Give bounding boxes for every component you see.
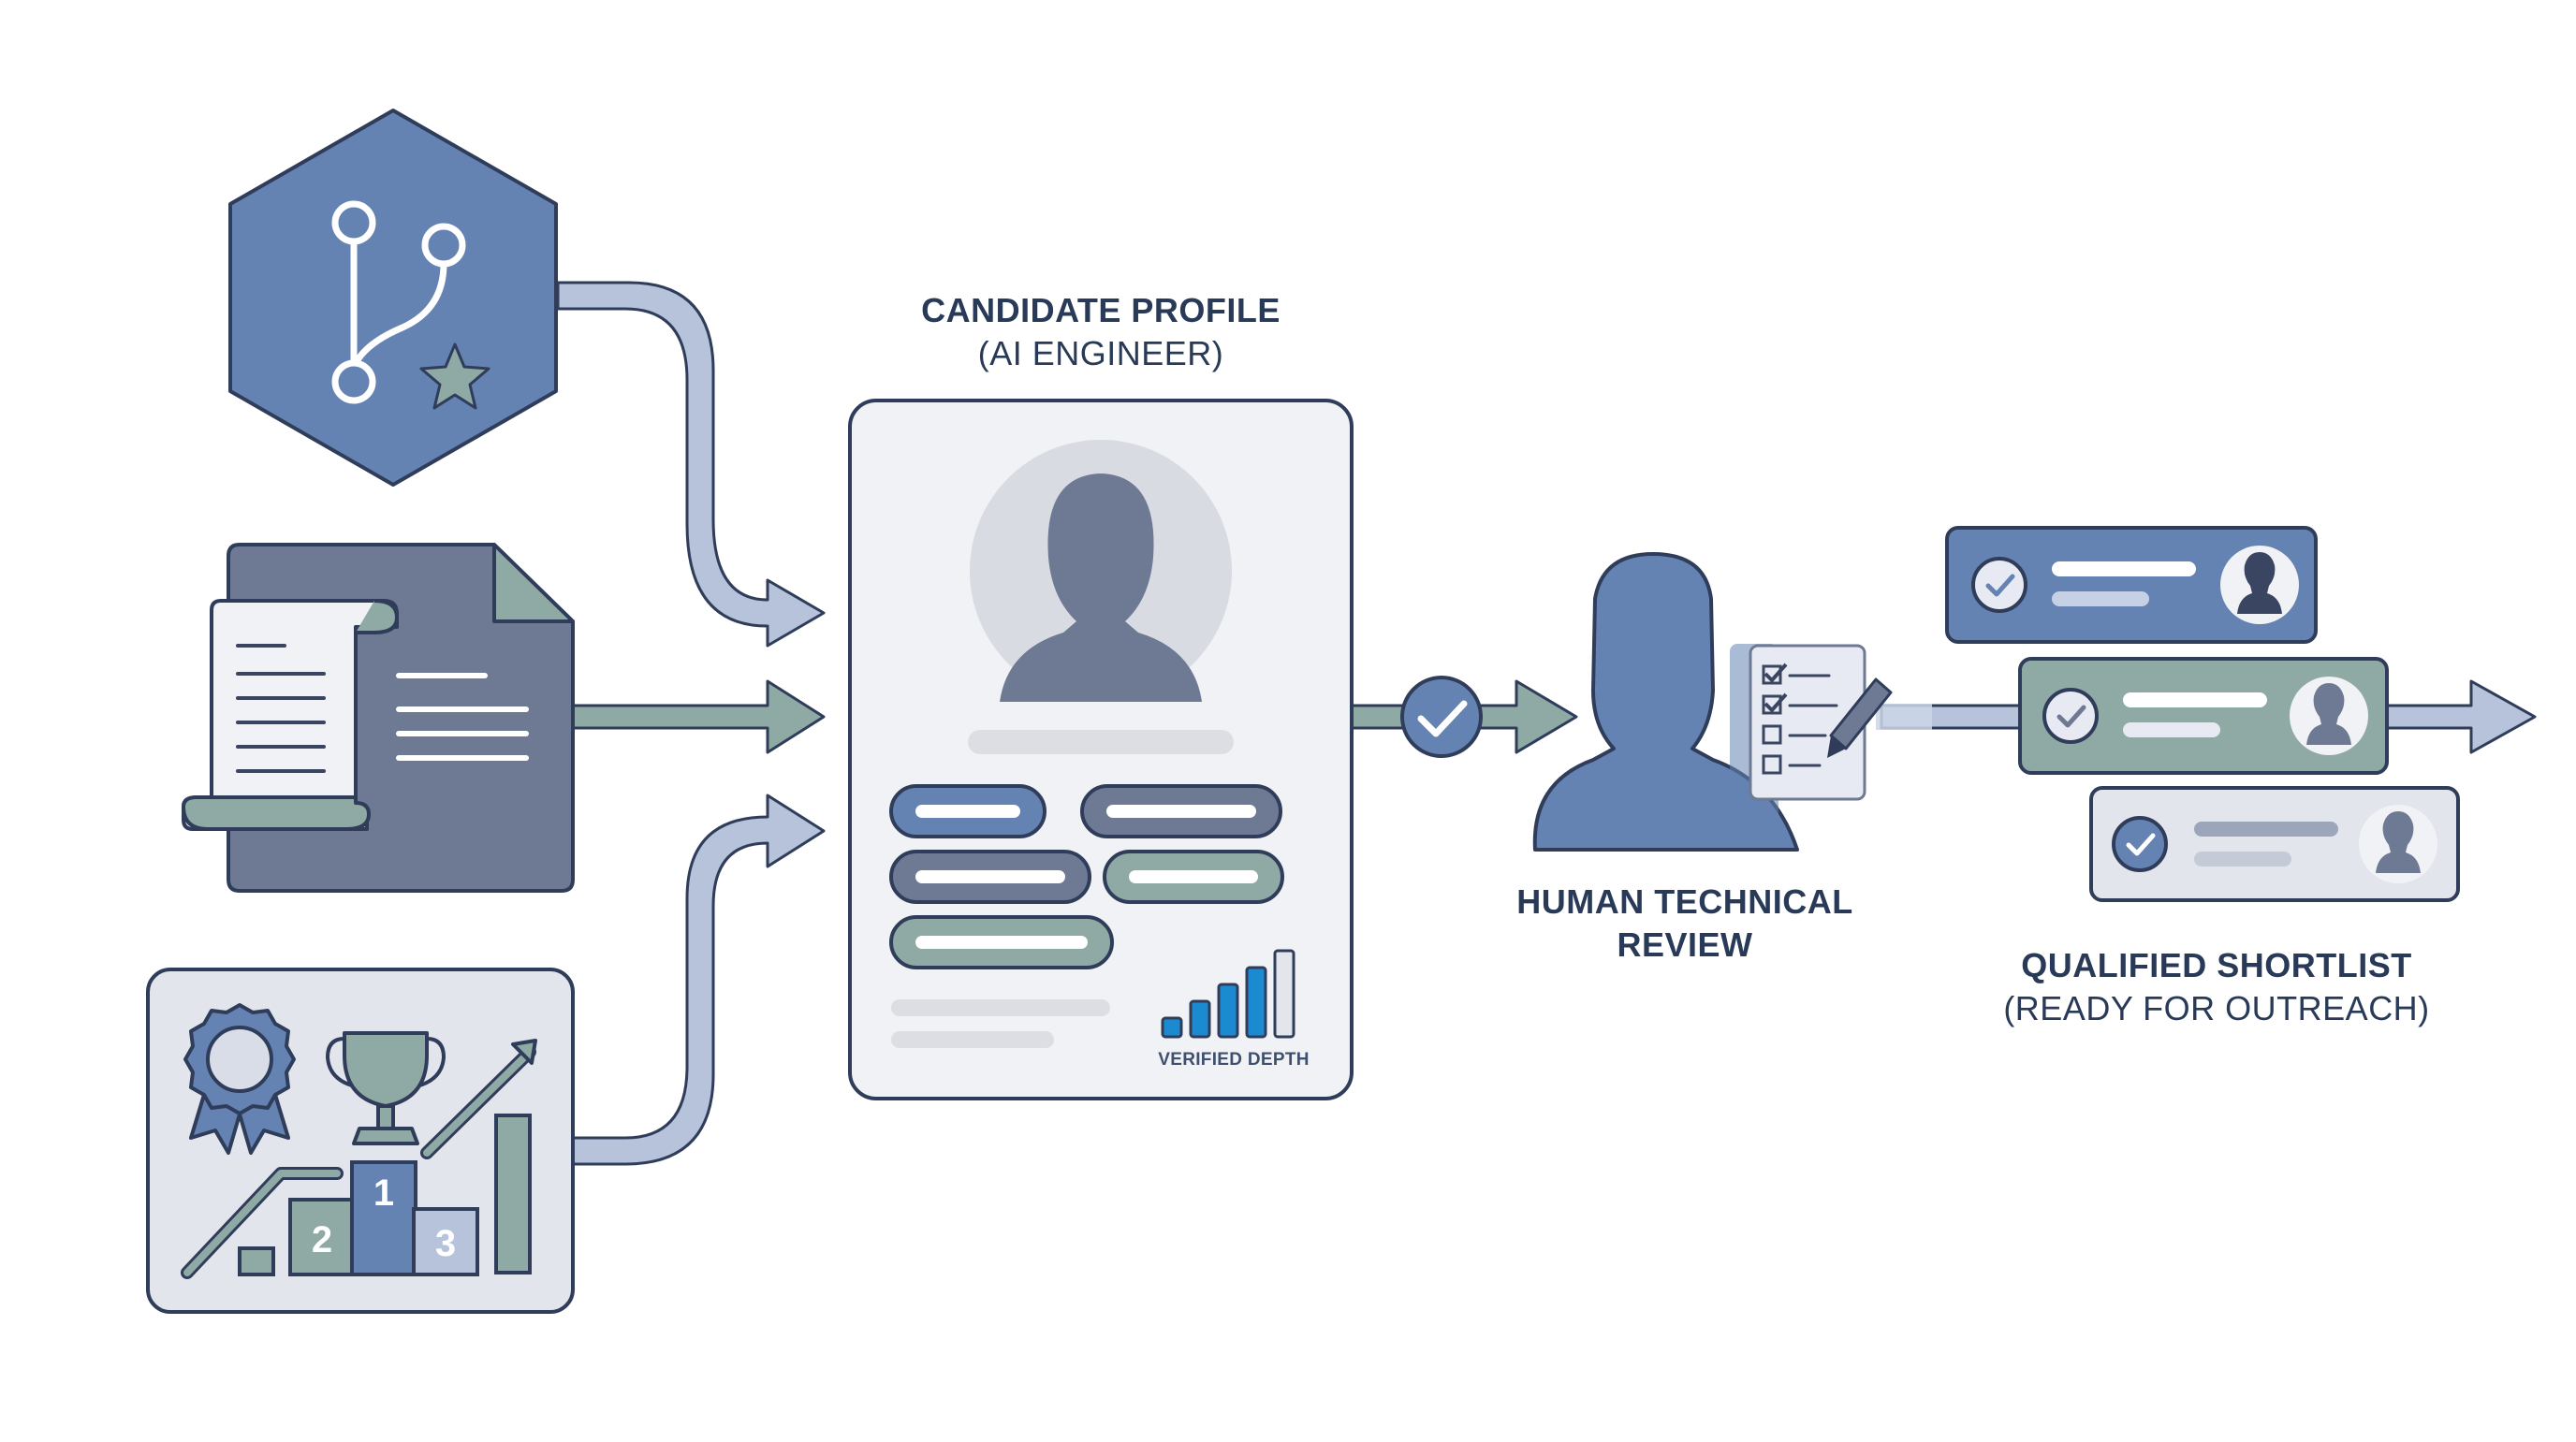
check-circle-icon [2112, 816, 2168, 872]
check-circle-icon [1971, 557, 2027, 613]
podium-second [288, 1198, 356, 1276]
award-ribbon-icon [183, 1003, 296, 1155]
shortlist-subtitle: (READY FOR OUTREACH) [2003, 989, 2429, 1027]
depth-bar-empty [1273, 949, 1295, 1039]
shortlist-card [2089, 786, 2460, 902]
shortlist-card [1945, 526, 2318, 644]
code-repository-source [228, 109, 558, 487]
document-fold [492, 543, 575, 623]
candidate-profile-section: CANDIDATE PROFILE (AI ENGINEER) VERIFIED… [848, 291, 1354, 1100]
candidate-profile-title: CANDIDATE PROFILE [921, 291, 1281, 329]
verified-depth-label: VERIFIED DEPTH [1158, 1050, 1310, 1070]
detail-placeholder [891, 1031, 1054, 1048]
arrow-doc-to-profile [571, 679, 826, 754]
podium-third-label: 3 [435, 1223, 456, 1264]
review-checklist-icon [1730, 644, 1893, 822]
depth-bar-filled [1161, 1016, 1183, 1039]
shortlist-section: QUALIFIED SHORTLIST (READY FOR OUTREACH) [1945, 526, 2460, 1027]
trophy-icon [326, 1031, 446, 1145]
verified-depth-chart [1161, 949, 1295, 1039]
name-placeholder [968, 730, 1234, 754]
depth-bar-filled [1245, 966, 1267, 1039]
candidate-profile-subtitle: (AI ENGINEER) [978, 334, 1224, 372]
checkmark-icon [1417, 700, 1468, 737]
arrow-achievements-to-profile [571, 794, 826, 1166]
human-review-section: HUMAN TECHNICAL REVIEW [1516, 552, 1893, 964]
arrow-code-to-profile-body [556, 281, 826, 648]
podium-first-label: 1 [373, 1173, 394, 1214]
hexagon-badge [228, 109, 558, 487]
podium-first [350, 1160, 417, 1276]
podium-third [412, 1207, 479, 1276]
review-title-line1: HUMAN TECHNICAL [1516, 882, 1852, 921]
depth-bar-filled [1189, 999, 1211, 1039]
document-text-lines [396, 673, 529, 761]
podium-second-label: 2 [312, 1219, 332, 1260]
skill-tags [889, 784, 1284, 969]
trend-line-icon [181, 1167, 344, 1279]
podium-icon: 2 1 3 [288, 1160, 479, 1276]
pen-icon [1827, 677, 1893, 758]
git-branch-icon [331, 200, 466, 404]
detail-placeholder [891, 999, 1110, 1016]
approved-check-badge [1400, 676, 1483, 758]
achievements-source: 2 1 3 [146, 968, 575, 1314]
depth-bar-filled [1217, 983, 1239, 1039]
star-icon [419, 342, 490, 410]
check-circle-icon [2042, 688, 2099, 744]
shortlist-card [2018, 657, 2389, 775]
avatar-icon [970, 440, 1232, 702]
growth-arrow-icon [420, 1039, 537, 1274]
review-title-line2: REVIEW [1617, 925, 1752, 964]
resume-document-source [182, 543, 575, 893]
scroll-paper [182, 599, 400, 831]
shortlist-title: QUALIFIED SHORTLIST [2021, 946, 2412, 984]
